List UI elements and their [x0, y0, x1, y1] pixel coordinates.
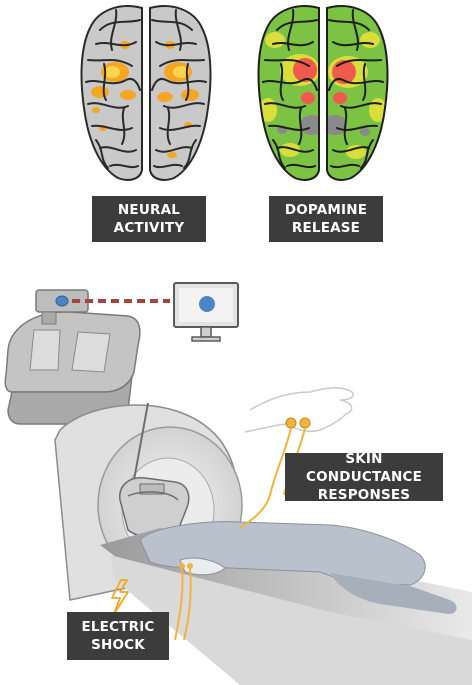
skin-conductance-line-2: RESPONSES	[317, 487, 411, 503]
skin-conductance-line-1: SKIN CONDUCTANCE	[306, 451, 422, 485]
scanner-table-and-patient	[100, 521, 472, 685]
neural-activity-line-1: NEURAL	[117, 202, 181, 218]
electric-shock-line-1: ELECTRIC	[81, 619, 155, 635]
dopamine-release-brain	[257, 5, 389, 181]
neural-activity-label: NEURAL ACTIVITY	[92, 196, 206, 242]
stimulus-monitor	[173, 282, 239, 342]
neural-activity-brain	[80, 5, 212, 181]
electric-shock-label: ELECTRIC SHOCK	[67, 612, 169, 660]
dopamine-release-line-1: DOPAMINE	[284, 202, 368, 218]
electric-shock-line-2: SHOCK	[91, 637, 145, 653]
skin-conductance-label: SKIN CONDUCTANCE RESPONSES	[285, 451, 443, 503]
neural-activity-line-2: ACTIVITY	[113, 220, 185, 236]
dopamine-release-label: DOPAMINE RELEASE	[269, 196, 383, 242]
lightning-bolt-icon	[111, 579, 129, 615]
head-coil-eye-tracker	[4, 289, 170, 425]
dopamine-release-line-2: RELEASE	[291, 220, 361, 236]
shock-electrodes	[174, 563, 193, 641]
